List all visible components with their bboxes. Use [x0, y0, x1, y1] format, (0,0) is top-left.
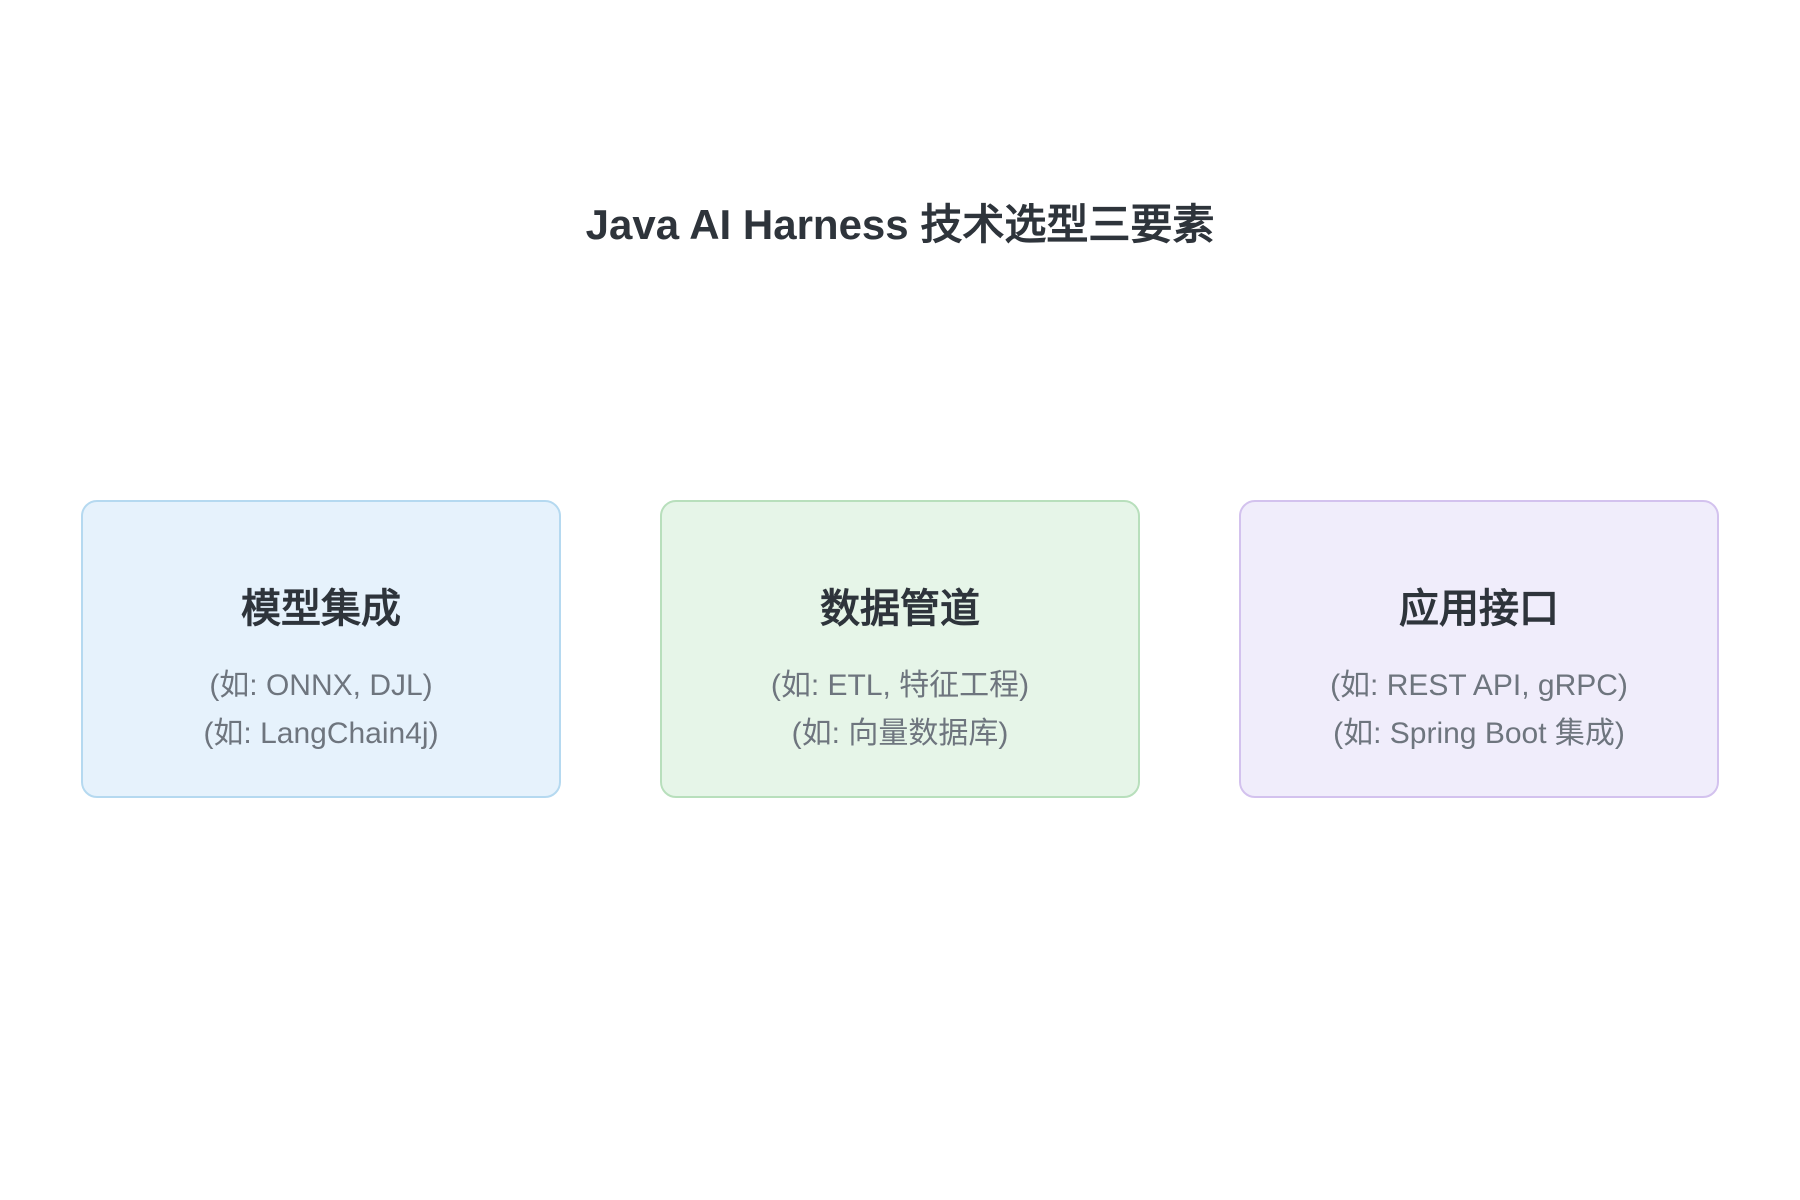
card-title: 应用接口 — [1399, 587, 1559, 631]
card-example-line: (如: ETL, 特征工程) — [770, 669, 1030, 702]
card-example-line: (如: 向量数据库) — [791, 717, 1009, 750]
card-examples: (如: ONNX, DJL) (如: LangChain4j) — [83, 662, 559, 758]
page-title: Java AI Harness 技术选型三要素 — [585, 201, 1215, 248]
card-examples: (如: REST API, gRPC) (如: Spring Boot 集成) — [1241, 662, 1717, 758]
cards-row: 模型集成 (如: ONNX, DJL) (如: LangChain4j) 数据管… — [81, 500, 1719, 798]
card-app-interface: 应用接口 (如: REST API, gRPC) (如: Spring Boot… — [1239, 500, 1719, 798]
card-example-line: (如: Spring Boot 集成) — [1333, 717, 1625, 750]
card-title: 模型集成 — [241, 587, 401, 631]
card-example-line: (如: ONNX, DJL) — [209, 669, 433, 702]
card-title: 数据管道 — [820, 587, 980, 631]
card-data-pipeline: 数据管道 (如: ETL, 特征工程) (如: 向量数据库) — [660, 500, 1140, 798]
card-example-line: (如: REST API, gRPC) — [1330, 669, 1628, 702]
card-example-line: (如: LangChain4j) — [203, 717, 439, 750]
card-model-integration: 模型集成 (如: ONNX, DJL) (如: LangChain4j) — [81, 500, 561, 798]
card-examples: (如: ETL, 特征工程) (如: 向量数据库) — [662, 662, 1138, 758]
